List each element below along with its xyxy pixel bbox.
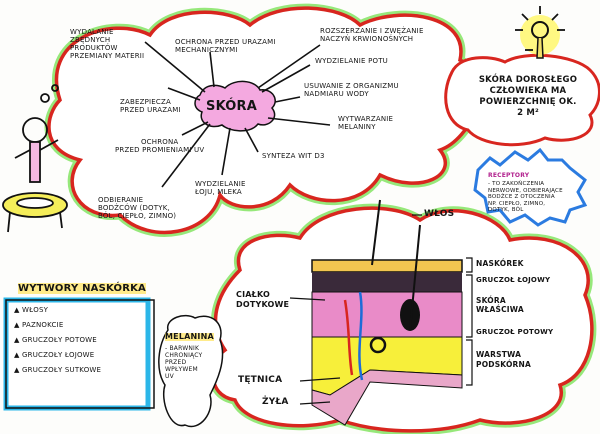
function-sebum: WYDZIELANIE ŁOJU, MLEKA: [195, 180, 246, 196]
lightbulb-icon: [515, 6, 565, 59]
melanin-blob: [158, 314, 224, 428]
function-stimuli: ODBIERANIE BODŹCÓW (DOTYK, BÓL, CIEPŁO, …: [98, 196, 177, 220]
function-injury-protection: ZABEZPIECZA PRZED URAZAMI: [120, 98, 181, 114]
center-blob: [194, 80, 276, 132]
label-epidermis: NASKÓREK: [476, 259, 524, 268]
products-item: ▲ PAZNOKCIE: [14, 321, 64, 329]
skin-area-fact: SKÓRA DOROSŁEGO CZŁOWIEKA MA POWIERZCHNI…: [478, 75, 578, 118]
products-list: ▲ WŁOSY ▲ PAZNOKCIE ▲ GRUCZOŁY POTOWE ▲ …: [14, 306, 101, 374]
products-item-label: PAZNOKCIE: [22, 321, 64, 329]
jumping-figure-icon: [2, 84, 68, 233]
label-hypodermis: WARSTWA PODSKÓRNA: [476, 350, 532, 369]
function-melanin: WYTWARZANIE MELANINY: [338, 115, 394, 131]
label-hair: WŁOS: [424, 209, 455, 219]
function-vitamin-d: SYNTEZA WIT D3: [262, 152, 325, 160]
products-item: ▲ WŁOSY: [14, 306, 49, 314]
label-vein: ŻYŁA: [262, 397, 289, 407]
function-vessels: ROZSZERZANIE I ZWĘŻANIE NACZYŃ KRWIONOŚN…: [320, 27, 424, 43]
function-uv-protection: OCHRONA PRZED PROMIENIAMI UV: [115, 138, 205, 154]
products-box: [3, 297, 155, 411]
center-label: SKÓRA: [206, 99, 257, 114]
products-item-label: GRUCZOŁY SUTKOWE: [22, 366, 102, 374]
products-item-label: GRUCZOŁY ŁOJOWE: [22, 351, 95, 359]
label-artery: TĘTNICA: [238, 375, 283, 385]
products-item-label: GRUCZOŁY POTOWE: [22, 336, 97, 344]
receptors-burst: [473, 147, 588, 227]
label-dermis: SKÓRA WŁAŚCIWA: [476, 296, 524, 314]
melanin-text: - BARWNIK CHRONIĄCY PRZED WPŁYWEM UV: [165, 345, 203, 380]
melanin-title: MELANINA: [165, 332, 214, 341]
label-sweat-gland: GRUCZOŁ POTOWY: [476, 328, 554, 336]
products-item: ▲ GRUCZOŁY SUTKOWE: [14, 366, 102, 374]
label-sebaceous-gland: GRUCZOŁ ŁOJOWY: [476, 276, 551, 284]
products-item: ▲ GRUCZOŁY ŁOJOWE: [14, 351, 95, 359]
function-sweat: WYDZIELANIE POTU: [315, 57, 388, 65]
products-title: WYTWORY NASKÓRKA: [18, 283, 146, 294]
function-mechanical-protection: OCHRONA PRZED URAZAMI MECHANICZNYMI: [175, 38, 276, 54]
products-item-label: WŁOSY: [22, 306, 49, 314]
mindmap-arrows: [144, 41, 331, 188]
receptors-title: RECEPTORY: [488, 172, 530, 179]
fact-cloud: [444, 53, 600, 147]
skin-cross-section: [289, 199, 473, 426]
function-excretion: WYDALANIE ZBĘDNYCH PRODUKTÓW PRZEMIANY M…: [70, 28, 145, 60]
products-item: ▲ GRUCZOŁY POTOWE: [14, 336, 97, 344]
receptors-note: RECEPTORY - TO ZAKOŃCZENIA NERWOWE, ODBI…: [488, 162, 580, 214]
label-touch-corpuscle: CIAŁKO DOTYKOWE: [236, 290, 290, 309]
function-water: USUWANIE Z ORGANIZMU NADMIARU WODY: [304, 82, 399, 98]
receptors-text: - TO ZAKOŃCZENIA NERWOWE, ODBIERAJĄCE BO…: [488, 181, 563, 213]
